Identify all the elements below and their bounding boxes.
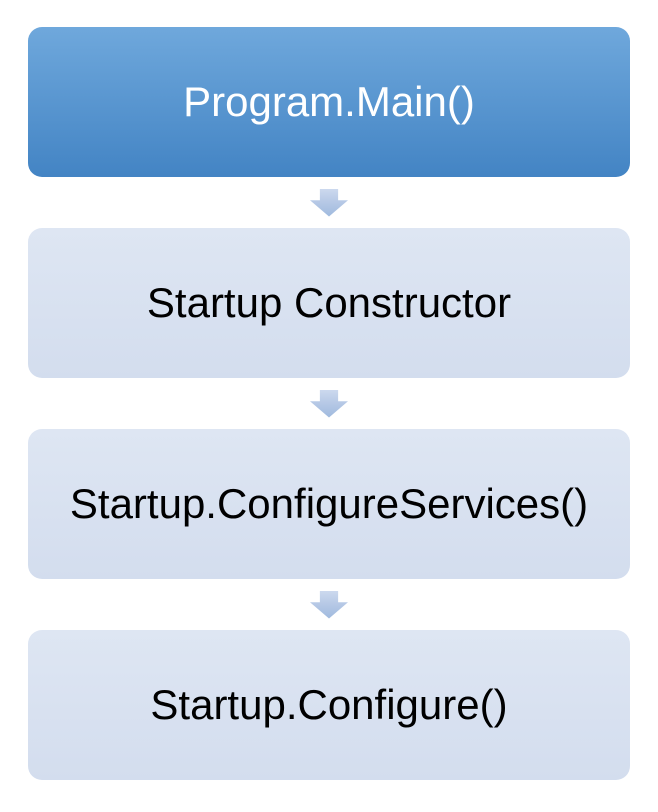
flow-node-label: Startup.ConfigureServices() [69, 479, 589, 527]
flow-connector-1 [28, 177, 630, 228]
flow-node-label: Program.Main() [183, 77, 475, 125]
down-block-arrow-icon [310, 188, 348, 217]
flow-node-label: Startup.Configure() [150, 680, 508, 728]
flow-node-startup-configure-services: Startup.ConfigureServices() [28, 429, 630, 579]
flow-node-program-main: Program.Main() [28, 27, 630, 177]
down-block-arrow-icon [310, 590, 348, 619]
flow-node-startup-configure: Startup.Configure() [28, 630, 630, 780]
flow-node-startup-constructor: Startup Constructor [28, 228, 630, 378]
flow-connector-3 [28, 579, 630, 630]
flow-node-label: Startup Constructor [146, 278, 512, 326]
down-block-arrow-icon [310, 389, 348, 418]
flow-connector-2 [28, 378, 630, 429]
